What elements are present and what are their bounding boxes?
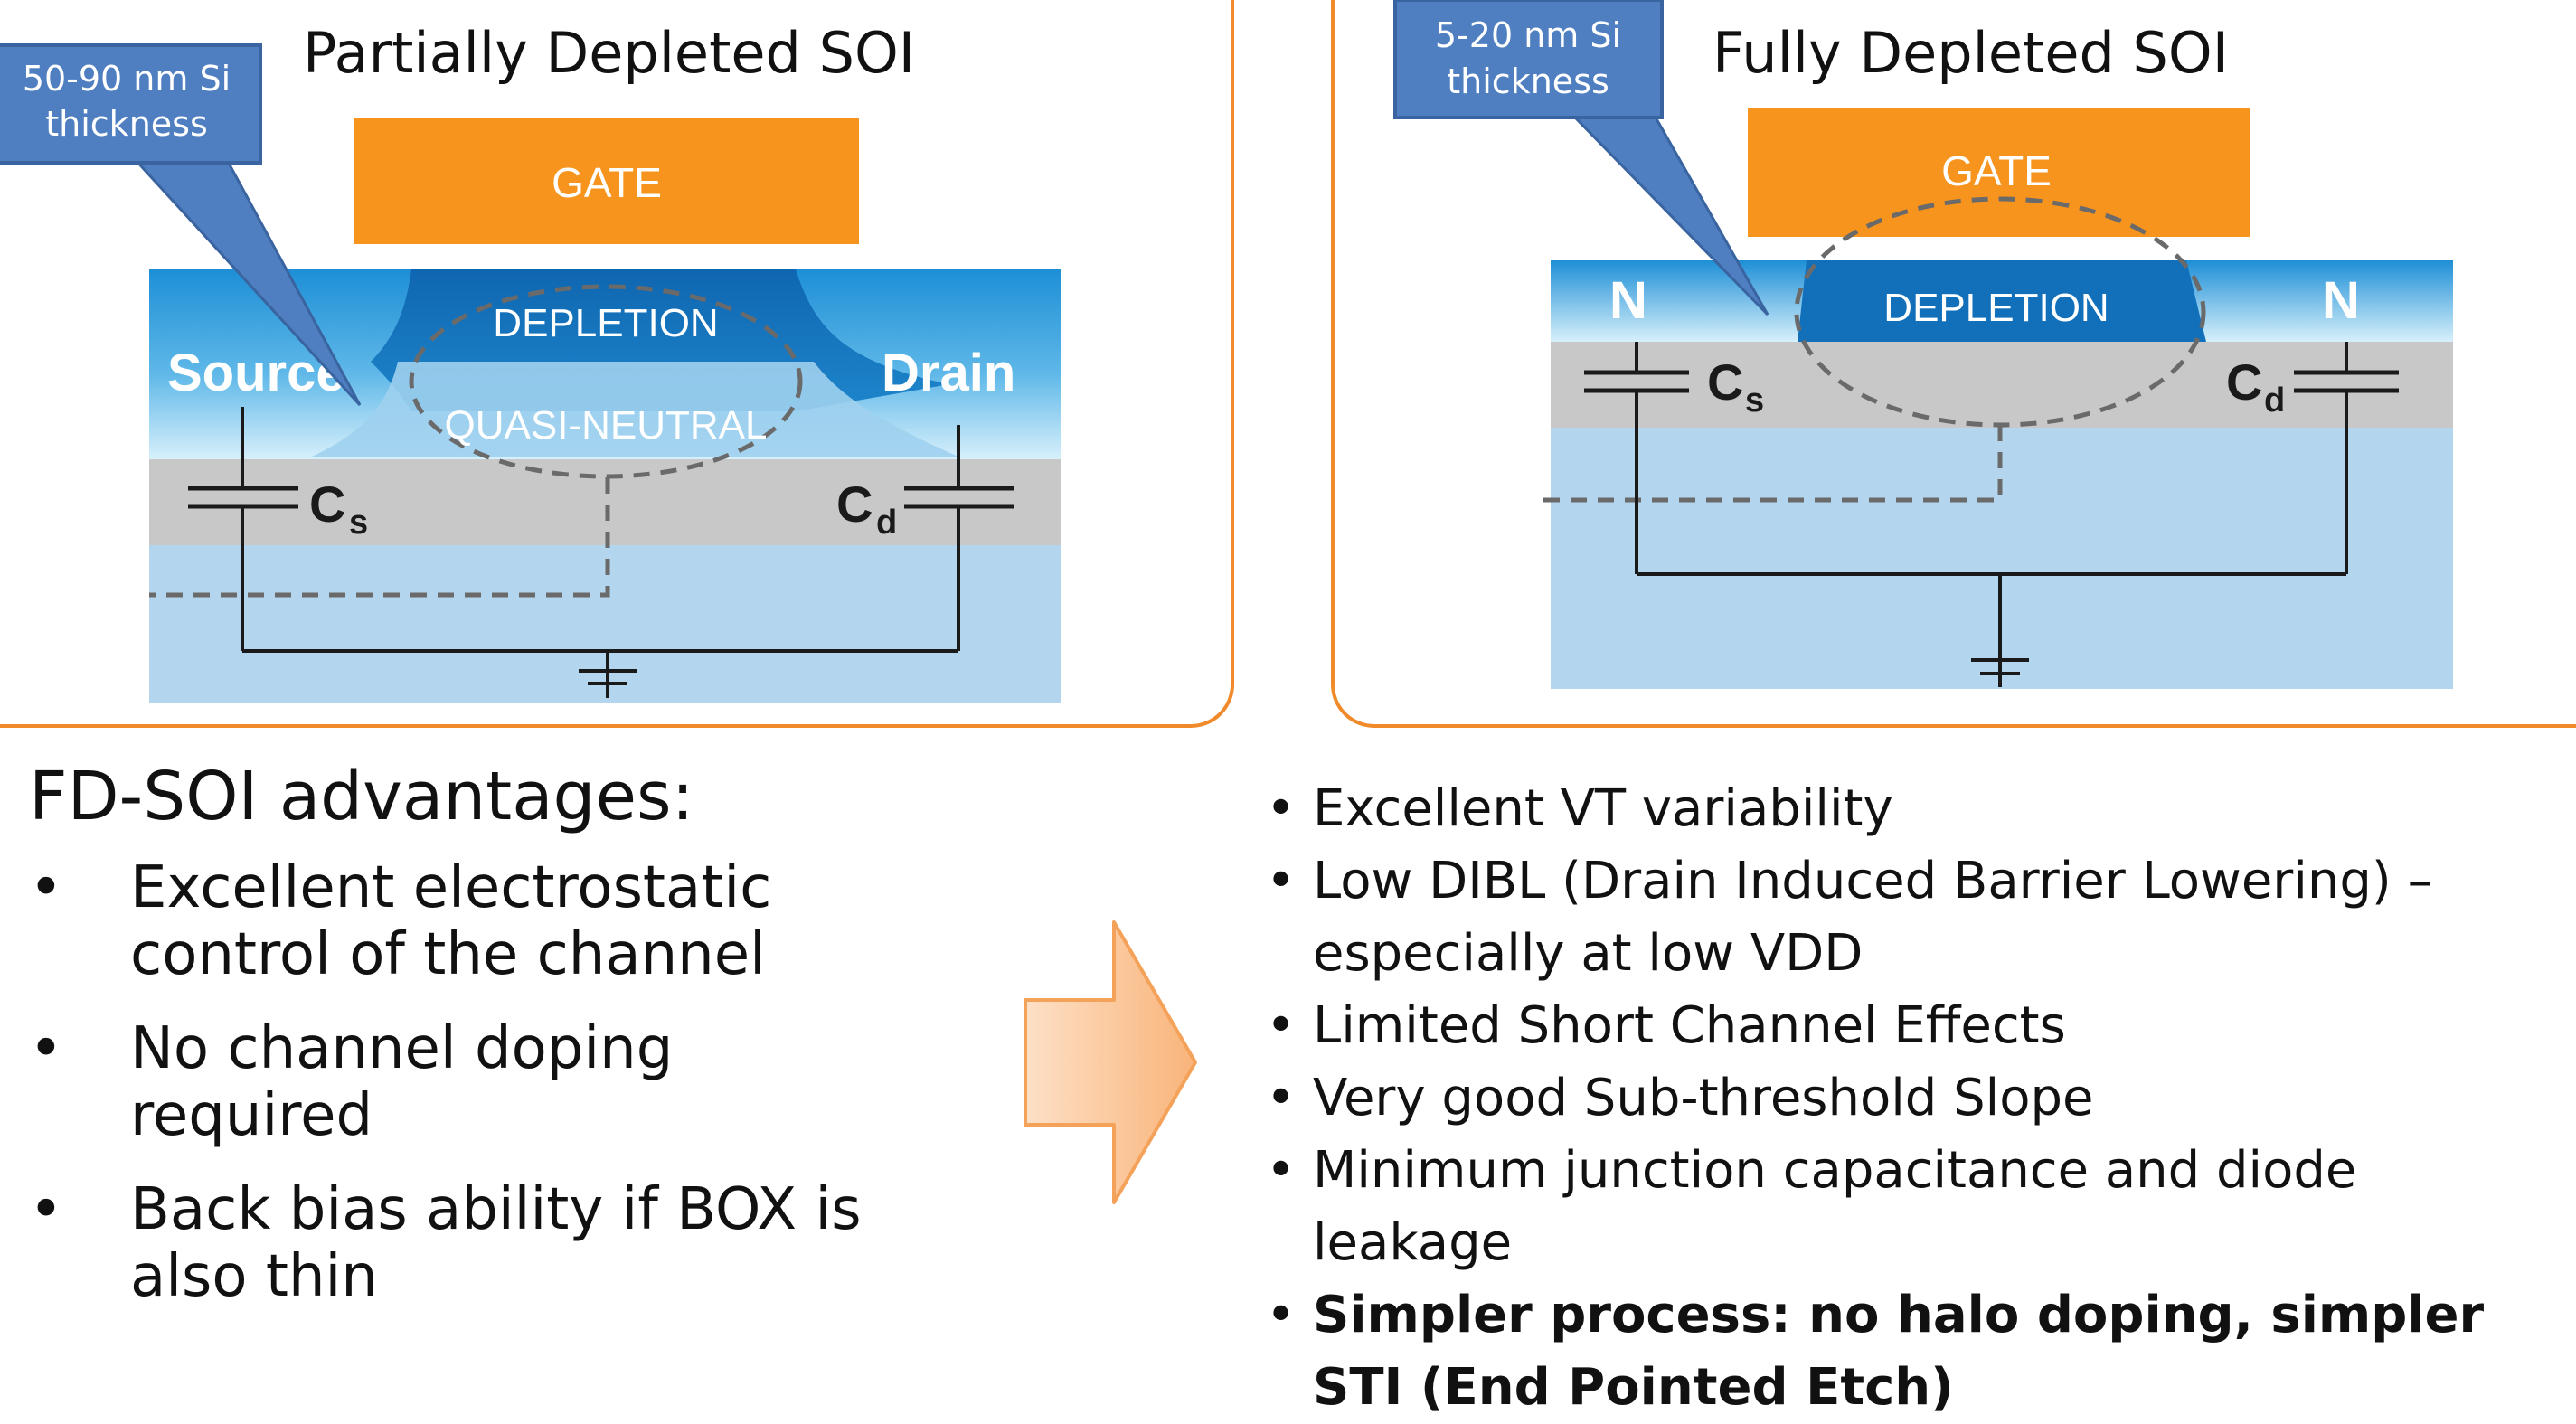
bullet: • [29, 1015, 63, 1082]
bullet: • [1266, 779, 1297, 838]
list-item: • Back bias ability if BOX is also thin [29, 1176, 951, 1310]
advantage-text: Back bias ability if BOX is also thin [130, 1176, 862, 1310]
fd-gate-label: GATE [1941, 147, 2052, 194]
bullet: • [29, 854, 63, 921]
pd-cs-sub: s [349, 504, 368, 542]
fd-n-left-label: N [1609, 271, 1647, 330]
benefit-text: Excellent VT variability [1313, 779, 1893, 838]
fd-callout-line1: 5-20 nm Si [1435, 15, 1621, 55]
list-item: • Minimum junction capacitance and diode… [1266, 1135, 2559, 1279]
fd-cd-sub: d [2264, 382, 2285, 420]
fd-depletion-label: DEPLETION [1883, 286, 2109, 330]
pd-gate [354, 118, 859, 244]
benefit-text-bold: Simpler process: no halo doping, simpler… [1313, 1286, 2485, 1417]
benefit-text: Low DIBL (Drain Induced Barrier Lowering… [1313, 852, 2433, 983]
pd-callout-line1: 50-90 nm Si [23, 59, 231, 99]
benefit-text: Very good Sub-threshold Slope [1313, 1069, 2094, 1127]
pd-soi-diagram: GATE DEPLETION QUASI-NEUTRAL Source Drai… [0, 43, 1061, 703]
bullet: • [1266, 1286, 1297, 1344]
benefits-list: • Excellent VT variability • Low DIBL (D… [1266, 773, 2559, 1424]
pd-callout-line2: thickness [45, 104, 208, 144]
pd-depletion-label: DEPLETION [493, 301, 718, 345]
list-item: • Excellent electrostatic control of the… [29, 854, 951, 988]
pd-dashed-wire [149, 477, 610, 598]
fd-buried-oxide [1551, 339, 2453, 428]
advantages-list: • Excellent electrostatic control of the… [29, 854, 951, 1337]
fd-callout-line2: thickness [1447, 61, 1609, 101]
fd-cd-label: C [2226, 354, 2262, 410]
fd-soi-title: Fully Depleted SOI [1713, 20, 2229, 86]
pd-soi-title: Partially Depleted SOI [303, 20, 916, 86]
list-item: • Low DIBL (Drain Induced Barrier Loweri… [1266, 845, 2559, 990]
pd-cs-label: C [309, 476, 345, 533]
advantage-text: No channel doping required [130, 1015, 674, 1149]
fd-dashed-wire [1533, 425, 2003, 503]
pd-gate-label: GATE [552, 159, 662, 206]
bullet: • [1266, 1141, 1297, 1200]
pd-quasi-neutral-region [312, 362, 958, 457]
fd-soi-diagram: GATE DEPLETION N N C s C d 5-20 nm Si th… [1393, 0, 2453, 689]
fd-n-right-label: N [2322, 271, 2360, 330]
pd-dashed-ellipse [409, 284, 803, 479]
list-item: • Limited Short Channel Effects [1266, 990, 2559, 1062]
fd-cs-sub: s [1745, 382, 1764, 420]
pd-buried-oxide [149, 457, 1061, 545]
pd-quasi-label: QUASI-NEUTRAL [445, 403, 768, 448]
advantages-heading: FD-SOI advantages: [29, 758, 694, 835]
list-item: • Very good Sub-threshold Slope [1266, 1062, 2559, 1135]
fd-depletion-region [1798, 260, 2206, 342]
bullet: • [29, 1176, 63, 1243]
bullet: • [1266, 1069, 1297, 1127]
pd-callout [0, 43, 262, 165]
list-item: • Excellent VT variability [1266, 773, 2559, 845]
pd-substrate [149, 542, 1061, 703]
benefit-text: Minimum junction capacitance and diode l… [1313, 1141, 2357, 1272]
fd-gate [1748, 108, 2250, 237]
fd-callout [1393, 0, 1664, 119]
advantage-text: Excellent electrostatic control of the c… [130, 854, 772, 988]
bullet: • [1266, 996, 1297, 1055]
list-item: • Simpler process: no halo doping, simpl… [1266, 1279, 2559, 1424]
right-arrow-icon [1024, 920, 1197, 1204]
pd-cd-sub: d [876, 504, 897, 542]
bullet: • [1266, 852, 1297, 910]
pd-drain-label: Drain [882, 344, 1015, 402]
pd-cd-label: C [836, 476, 873, 533]
fd-cs-label: C [1707, 354, 1743, 410]
list-item: • No channel doping required [29, 1015, 951, 1149]
benefit-text: Limited Short Channel Effects [1313, 996, 2066, 1055]
